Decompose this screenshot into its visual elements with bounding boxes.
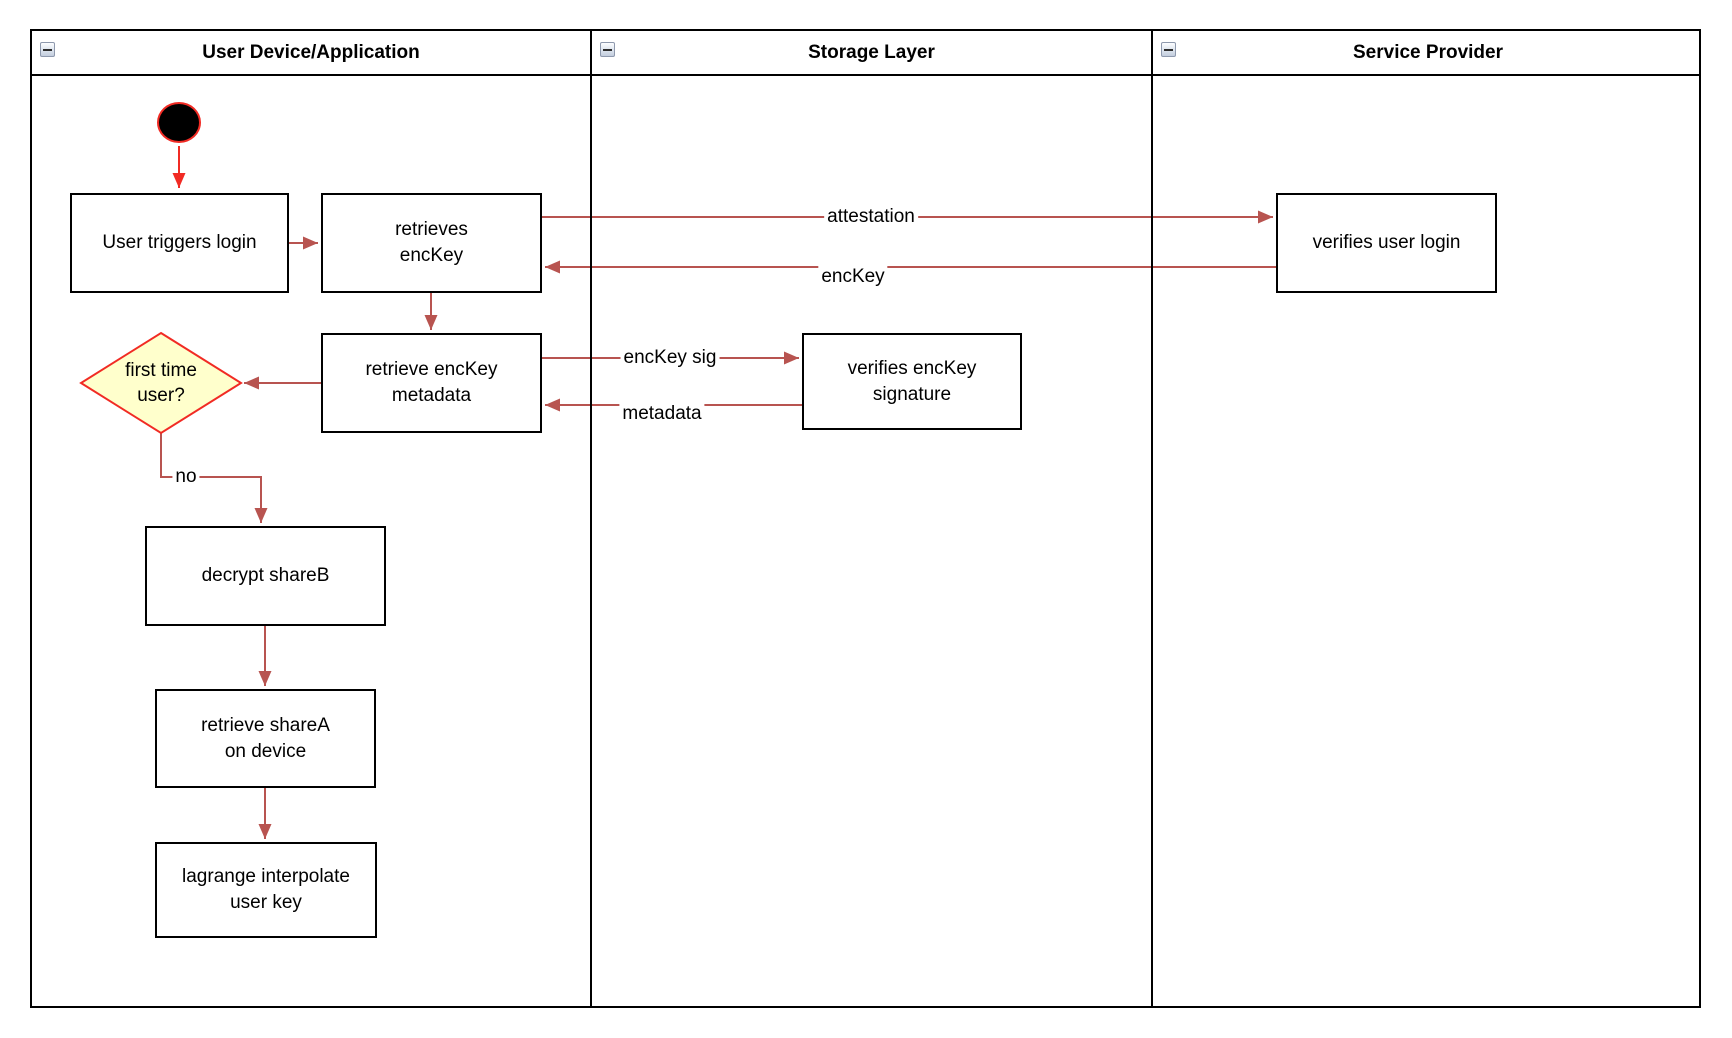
edge-label-metadata: metadata (619, 403, 705, 425)
node-retrieves-enckey[interactable]: retrieves encKey (321, 193, 542, 293)
collapse-minus-icon[interactable] (1161, 42, 1176, 57)
node-retrieve-enckey-metadata[interactable]: retrieve encKey metadata (321, 333, 542, 433)
decision-label: first time user? (125, 360, 197, 406)
edge-label-enckey: encKey (818, 266, 888, 288)
node-verifies-enckey-signature[interactable]: verifies encKey signature (802, 333, 1022, 430)
node-label: retrieve encKey metadata (365, 359, 498, 406)
node-label: verifies encKey signature (847, 357, 977, 405)
node-label: retrieve shareA on device (201, 714, 330, 762)
decision-first-time-user[interactable] (79, 331, 243, 435)
node-lagrange-interpolate[interactable]: lagrange interpolate user key (155, 842, 377, 938)
initial-node[interactable] (157, 102, 201, 143)
lane-header-storage-layer[interactable]: Storage Layer (592, 31, 1151, 74)
lane-header-service-provider[interactable]: Service Provider (1153, 31, 1703, 74)
collapse-minus-icon[interactable] (40, 42, 55, 57)
collapse-minus-icon[interactable] (600, 42, 615, 57)
node-label: lagrange interpolate user key (182, 866, 350, 913)
node-label: verifies user login (1312, 232, 1461, 253)
node-retrieve-sharea[interactable]: retrieve shareA on device (155, 689, 376, 788)
node-label: User triggers login (102, 232, 257, 253)
lane-title: Storage Layer (808, 41, 935, 63)
edge-label-attestation: attestation (824, 206, 918, 228)
node-user-triggers-login[interactable]: User triggers login (70, 193, 289, 293)
lane-title: Service Provider (1353, 41, 1503, 63)
edge-no-branch[interactable] (160, 433, 268, 523)
node-verifies-user-login[interactable]: verifies user login (1276, 193, 1497, 293)
lane-header-user-device[interactable]: User Device/Application (32, 31, 590, 74)
lane-title: User Device/Application (202, 41, 420, 63)
node-label: decrypt shareB (201, 565, 330, 586)
edge-label-no: no (172, 466, 200, 488)
node-decrypt-shareb[interactable]: decrypt shareB (145, 526, 386, 626)
node-label: retrieves encKey (395, 219, 468, 266)
edge-label-enckey-sig: encKey sig (620, 347, 720, 369)
